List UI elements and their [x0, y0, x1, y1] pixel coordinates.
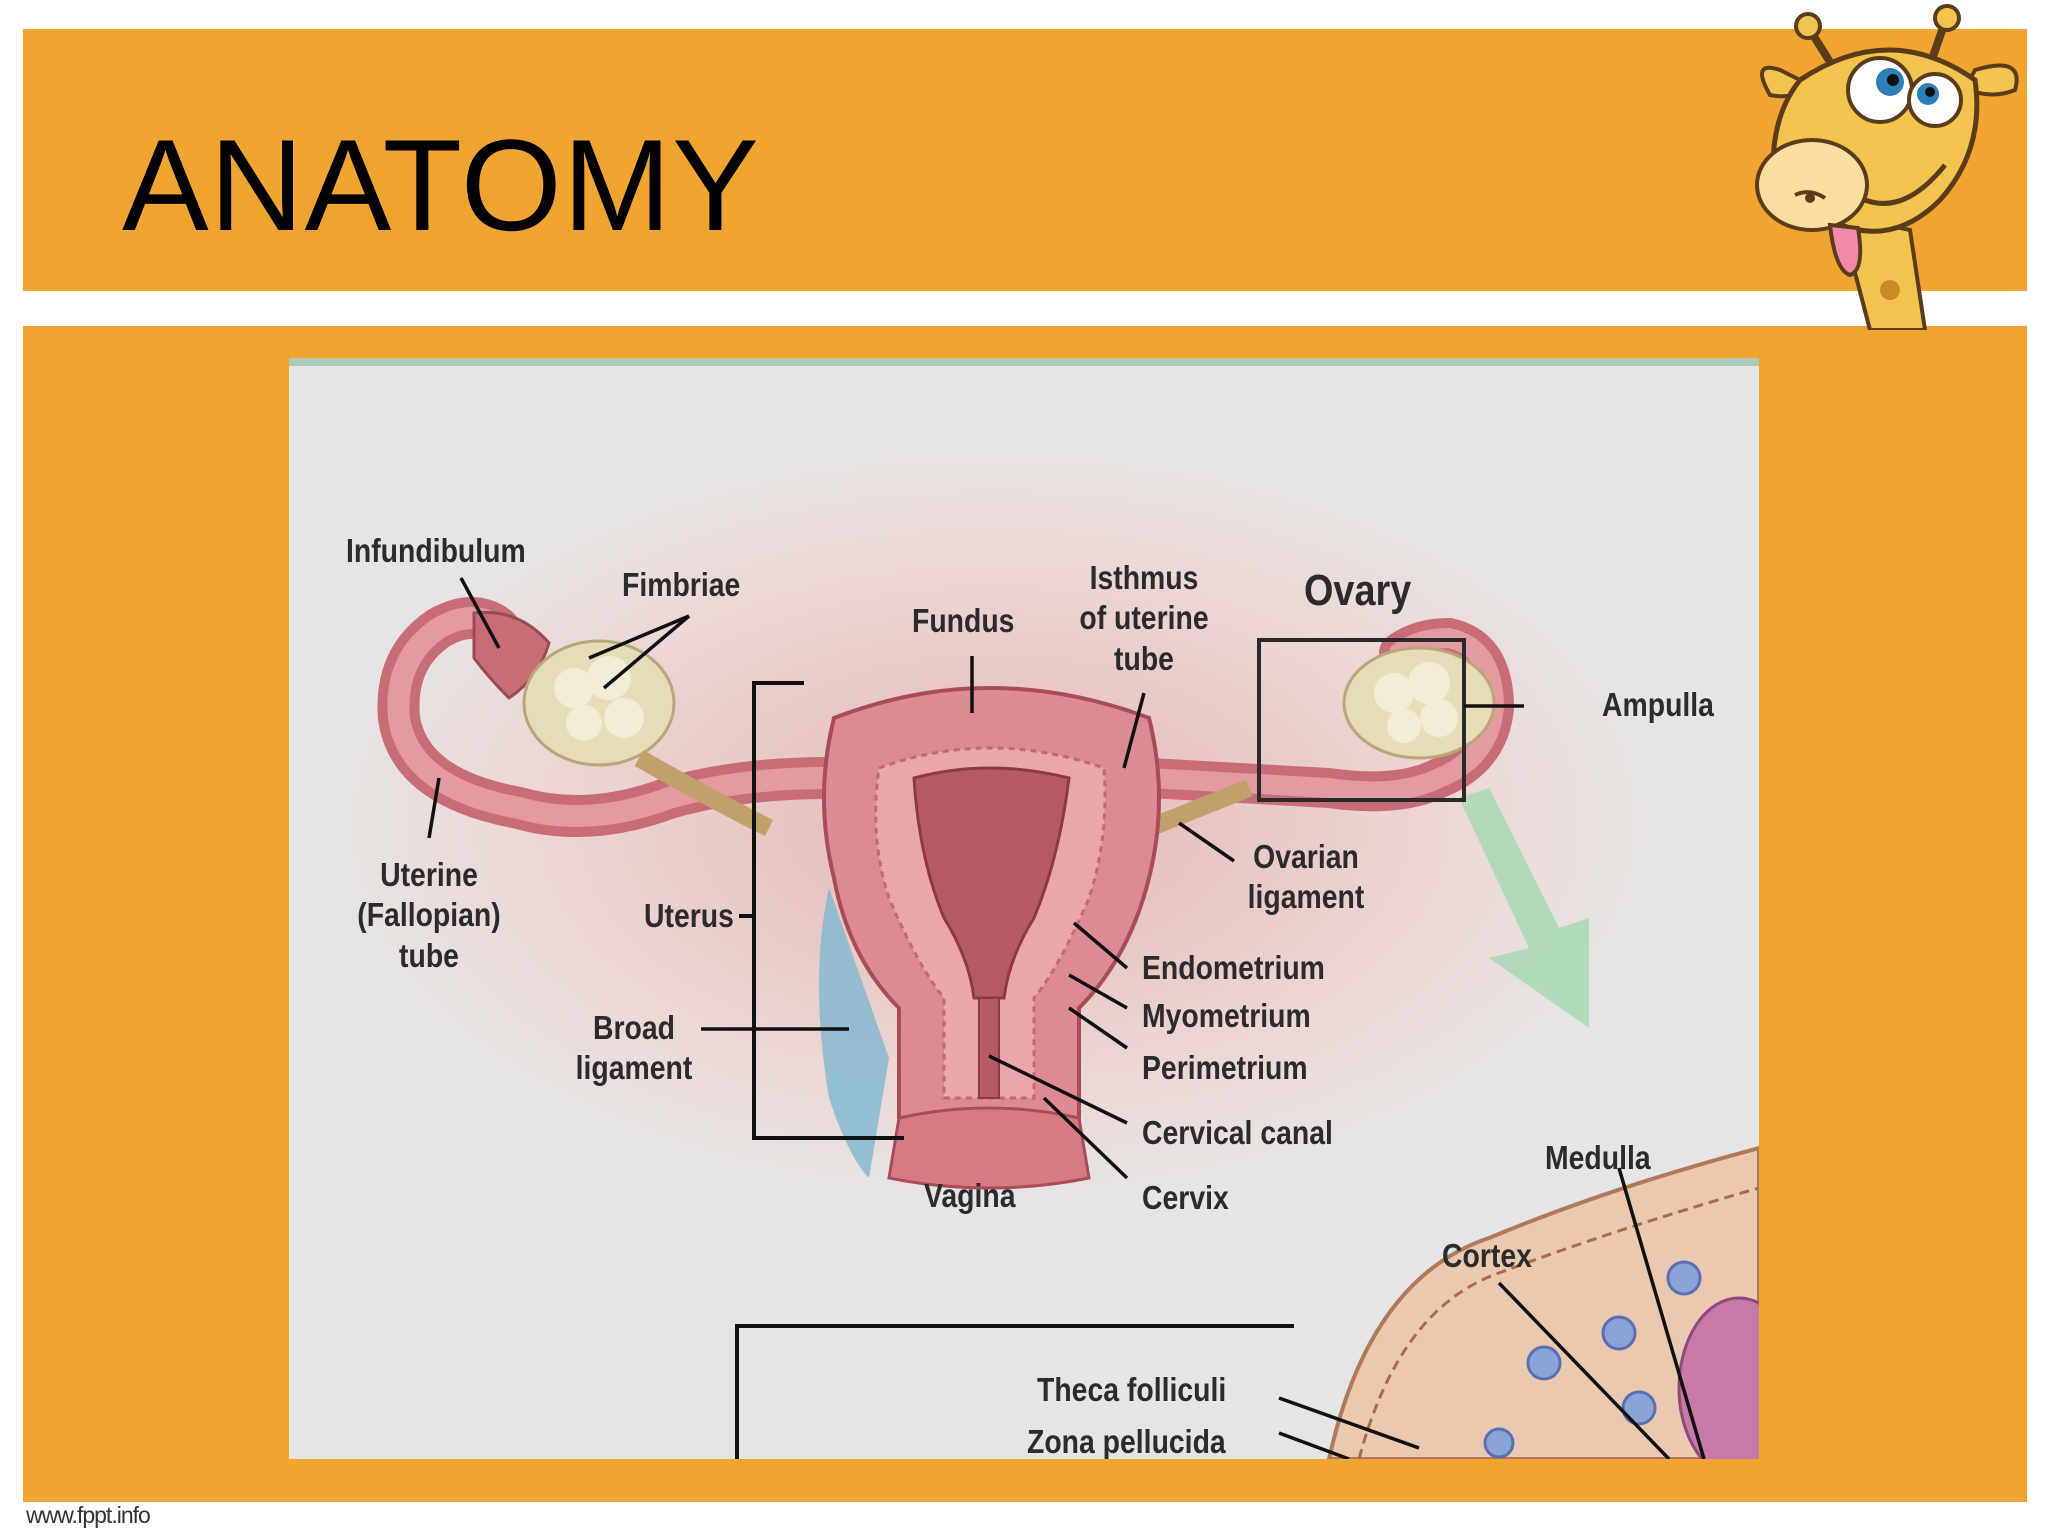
- label-vagina: Vagina: [924, 1177, 1016, 1214]
- title-banner: [23, 29, 2027, 291]
- vagina-shape: [887, 1106, 1091, 1190]
- label-endometrium: Endometrium: [1142, 949, 1325, 986]
- ovary-highlight-box: [1257, 638, 1466, 802]
- label-ampulla: Ampulla: [1602, 686, 1714, 723]
- right-ovary: [1342, 646, 1496, 760]
- bottom-bracket: [735, 1324, 1294, 1459]
- label-myometrium: Myometrium: [1142, 997, 1311, 1034]
- anatomy-diagram: Infundibulum Fimbriae Fundus Isthmus of …: [289, 358, 1759, 1459]
- label-uterus: Uterus: [644, 897, 734, 934]
- label-uterine-tube: Uterine (Fallopian) tube: [357, 856, 501, 974]
- broad-ligament-shape: [819, 888, 889, 1178]
- footer-url: www.fppt.info: [26, 1502, 151, 1528]
- label-fimbriae: Fimbriae: [622, 566, 741, 603]
- label-cervix: Cervix: [1142, 1179, 1229, 1216]
- label-cortex: Cortex: [1442, 1237, 1532, 1274]
- label-ovary: Ovary: [1304, 566, 1412, 615]
- label-zona-pellucida: Zona pellucida: [1027, 1423, 1226, 1459]
- label-broad-ligament: Broad ligament: [575, 1009, 693, 1087]
- uterus-bracket: [752, 681, 904, 1140]
- leader-lines: [427, 577, 1706, 1459]
- label-perimetrium: Perimetrium: [1142, 1049, 1308, 1086]
- label-ovarian-ligament: Ovarian ligament: [1247, 838, 1365, 916]
- label-medulla: Medulla: [1545, 1139, 1651, 1176]
- ovary-cross-section: [1326, 1145, 1759, 1459]
- diagram-illustration: [289, 358, 1759, 1459]
- label-infundibulum: Infundibulum: [346, 532, 526, 569]
- left-ovary: [522, 639, 676, 767]
- giraffe-mascot-icon: [1755, 4, 2019, 330]
- label-cervical-canal: Cervical canal: [1142, 1114, 1333, 1151]
- uterine-cavity: [912, 766, 1071, 1000]
- zoom-arrow-icon: [1459, 788, 1589, 1028]
- slide-title: ANATOMY: [122, 112, 760, 258]
- label-isthmus: Isthmus of uterine tube: [1079, 559, 1209, 677]
- label-theca-folliculi: Theca folliculi: [1037, 1371, 1227, 1408]
- label-fundus: Fundus: [912, 602, 1015, 639]
